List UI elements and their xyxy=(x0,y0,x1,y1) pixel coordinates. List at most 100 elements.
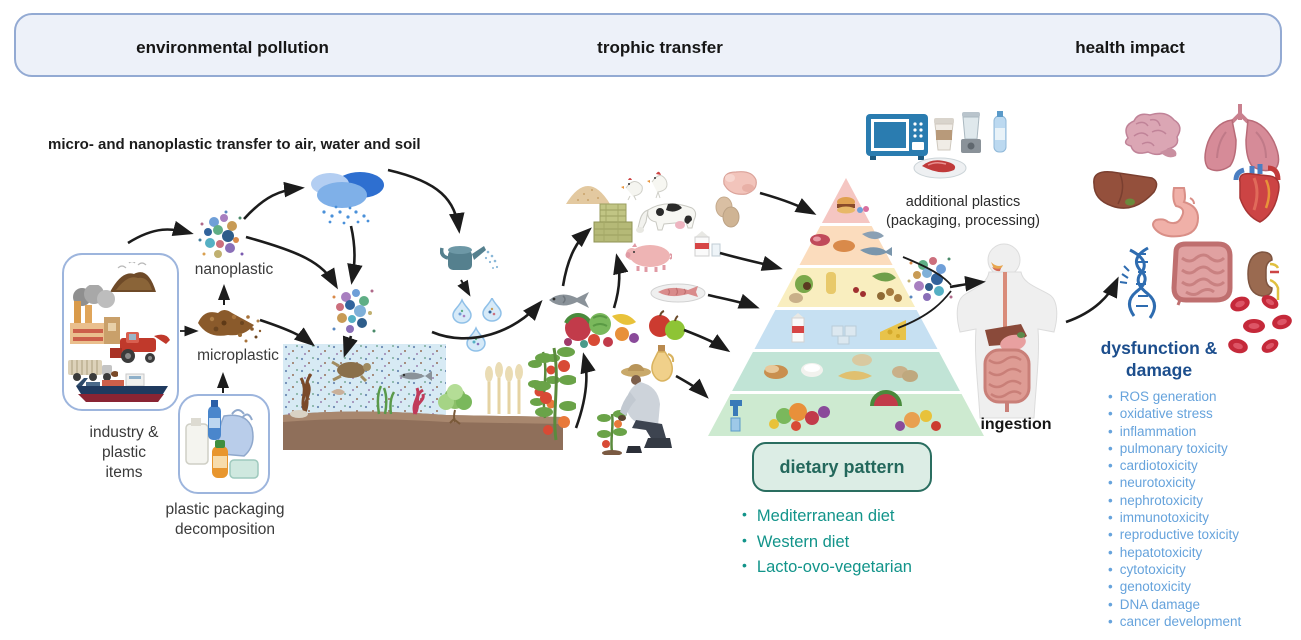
apples-icon xyxy=(649,310,685,340)
milk-icon xyxy=(694,231,721,257)
kitchen-plastics-icon xyxy=(866,111,1007,179)
shrimp-icon xyxy=(331,389,345,395)
wheat-icon xyxy=(485,362,523,414)
pyramid-food-grains xyxy=(764,354,918,382)
effect-item: oxidative stress xyxy=(1108,405,1241,422)
effect-item: cytotoxicity xyxy=(1108,561,1241,578)
arrow-nanoplastic-to-cloud xyxy=(243,181,305,220)
nanoplastic-label: nanoplastic xyxy=(194,261,274,278)
effect-item: cardiotoxicity xyxy=(1108,457,1241,474)
nanoplastic-particles-icon xyxy=(198,210,244,258)
effect-item: reproductive toxicity xyxy=(1108,526,1241,543)
toxicity-effects-list: ROS generation oxidative stress inflamma… xyxy=(1108,388,1242,630)
farmer-icon xyxy=(597,364,672,455)
pyramid-food-meats xyxy=(810,231,892,256)
plastic-tub-icon xyxy=(229,459,259,479)
lettuce-icon xyxy=(438,384,472,425)
section-title-trophic-transfer: trophic transfer xyxy=(597,38,723,57)
blender-icon xyxy=(961,112,981,153)
effect-item: immunotoxicity xyxy=(1108,509,1241,526)
diet-list: Mediterranean diet Western diet Lacto-ov… xyxy=(742,503,912,580)
cargo-ship-icon xyxy=(76,373,168,402)
plastic-jug-icon xyxy=(185,418,209,465)
olive-oil-icon xyxy=(651,345,675,382)
watering-can-icon xyxy=(440,246,499,270)
microplastic-label: microplastic xyxy=(197,347,279,364)
truck-icon xyxy=(68,360,118,381)
section-title-environmental-pollution: environmental pollution xyxy=(136,38,329,57)
fish-plate-icon xyxy=(650,283,706,303)
chicken-icon xyxy=(621,171,668,201)
arrow-cloud-to-watering-can xyxy=(387,168,465,234)
diet-item: Lacto-ovo-vegetarian xyxy=(742,554,912,580)
section-title-health-impact: health impact xyxy=(1075,38,1185,57)
arrow-plants-to-produce xyxy=(574,352,596,429)
red-blood-cells-icon xyxy=(1228,295,1292,354)
arrow-produce-to-livestock xyxy=(612,253,629,309)
kidney-icon xyxy=(1247,251,1280,300)
vegetables-icon xyxy=(564,313,639,348)
kelp-icon xyxy=(299,373,313,413)
raw-chicken-icon xyxy=(723,171,757,195)
rain-cloud-icon xyxy=(311,172,384,225)
effect-item: genotoxicity xyxy=(1108,578,1241,595)
hay-bale-icon xyxy=(593,203,633,243)
plastic-items-icon xyxy=(185,400,259,479)
ingestion-label: ingestion xyxy=(980,416,1052,433)
food-pyramid-icon xyxy=(708,178,984,436)
effect-item: ROS generation xyxy=(1108,388,1241,405)
effect-item: cancer development xyxy=(1108,613,1242,630)
pyramid-food-fats xyxy=(789,272,902,303)
fish-icon xyxy=(549,292,589,308)
effect-item: DNA damage xyxy=(1108,596,1241,613)
nanoplastic-particles-icon xyxy=(332,289,376,333)
effect-item: neurotoxicity xyxy=(1108,474,1241,491)
diet-item: Western diet xyxy=(742,529,912,555)
microwave-icon xyxy=(866,114,928,160)
harvester-icon xyxy=(110,332,170,363)
packaged-meat-icon xyxy=(913,157,967,179)
diet-item: Mediterranean diet xyxy=(742,503,912,529)
nanoplastic-particles-icon xyxy=(907,257,953,301)
human-digestive-icon xyxy=(956,243,1058,419)
dna-icon xyxy=(1119,246,1156,319)
heart-icon xyxy=(1233,164,1281,223)
cow-icon xyxy=(636,203,697,233)
pyramid-tier-fruit-veg-water xyxy=(708,394,984,436)
grain-pile-icon xyxy=(566,186,610,204)
intestine-icon xyxy=(1171,241,1233,306)
factory-icon xyxy=(70,285,120,344)
stomach-icon xyxy=(1152,187,1200,238)
bottled-water-icon xyxy=(993,111,1007,153)
arrow-cloud-to-deposition xyxy=(347,225,363,285)
transfer-caption: micro- and nanoplastic transfer to air, … xyxy=(48,136,421,153)
red-algae-icon xyxy=(412,387,425,415)
eggs-icon xyxy=(715,196,740,228)
pyramid-tier-grains xyxy=(708,352,984,391)
additional-plastics-label: additional plastics (packaging, processi… xyxy=(886,194,1040,229)
farmer-body xyxy=(618,364,672,453)
packaging-label: plastic packaging decomposition xyxy=(165,501,285,539)
pig-icon xyxy=(625,243,672,272)
effect-item: nephrotoxicity xyxy=(1108,492,1241,509)
rock-icon xyxy=(290,410,308,418)
liver-icon xyxy=(1093,171,1158,209)
aquatic-ecosystem-icon xyxy=(283,344,563,450)
sea-turtle-icon xyxy=(331,360,371,383)
fish-icon xyxy=(399,371,432,381)
water-droplet-icon xyxy=(452,298,502,352)
water-bottle-icon xyxy=(208,400,221,440)
header-banner xyxy=(14,13,1282,77)
seagrass-icon xyxy=(376,385,396,415)
microplastic-particles-icon xyxy=(198,310,262,343)
arrow-industry-to-nanoplastic xyxy=(127,220,194,245)
effect-item: inflammation xyxy=(1108,423,1241,440)
dietary-pattern-box: dietary pattern xyxy=(752,442,932,492)
arrow-microplastic-to-water xyxy=(259,318,316,347)
compost-pile-icon xyxy=(110,262,156,292)
pyramid-food-burger xyxy=(837,197,869,214)
effect-item: hepatotoxicity xyxy=(1108,544,1241,561)
tomato-plant-icon xyxy=(534,347,576,441)
coffee-cup-icon xyxy=(934,118,954,151)
